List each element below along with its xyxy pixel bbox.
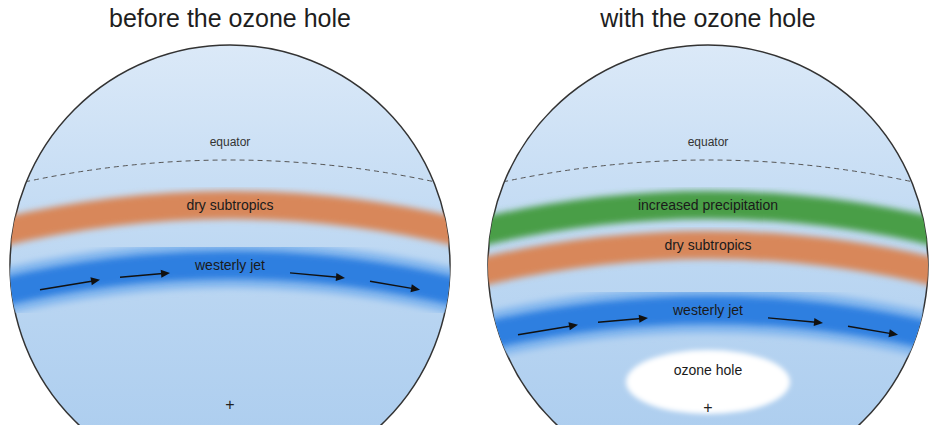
globe-outline	[10, 45, 450, 425]
globe-clip: increased precipitation dry subtropics wes…	[488, 45, 928, 425]
wind-arrowhead	[568, 322, 578, 330]
wind-arrow	[848, 326, 891, 333]
wind-arrow	[120, 273, 163, 277]
band-shape	[10, 225, 450, 325]
wind-arrowhead	[814, 318, 823, 326]
pole-marker: +	[703, 400, 712, 416]
wind-arrowhead	[410, 284, 420, 292]
band-label: increased precipitation	[488, 196, 928, 214]
globe: before the ozone holedry subtropicsweste…	[10, 45, 450, 425]
wind-arrowhead	[639, 315, 648, 323]
equator-label: equator	[210, 135, 251, 149]
wind-arrowhead	[336, 273, 345, 281]
globe-clip: dry subtropics westerly jet equator +	[10, 45, 450, 425]
globe: with the ozone holeincreased precipitati…	[488, 45, 928, 425]
hole-label: ozone hole	[623, 361, 793, 379]
wind-arrow	[518, 326, 571, 335]
wind-arrowhead	[888, 329, 898, 337]
equator-label: equator	[688, 135, 729, 149]
westerly-jet-band: westerly jet	[10, 225, 450, 325]
globe-disc	[10, 45, 450, 425]
band-label: westerly jet	[10, 256, 450, 274]
wind-arrowhead	[161, 270, 170, 278]
band-label: dry subtropics	[10, 196, 450, 214]
panel-title: before the ozone hole	[0, 4, 470, 33]
wind-arrow	[40, 281, 93, 290]
equator-line	[468, 160, 936, 190]
equator-line	[0, 160, 470, 190]
pole-marker: +	[225, 397, 234, 413]
band-label: dry subtropics	[488, 236, 928, 254]
wind-arrowhead	[90, 277, 100, 285]
wind-arrow	[768, 318, 816, 322]
wind-arrow	[370, 281, 413, 288]
wind-arrow	[290, 273, 338, 277]
wind-arrow	[598, 318, 641, 322]
band-label: westerly jet	[488, 301, 928, 319]
panel-title: with the ozone hole	[468, 4, 936, 33]
